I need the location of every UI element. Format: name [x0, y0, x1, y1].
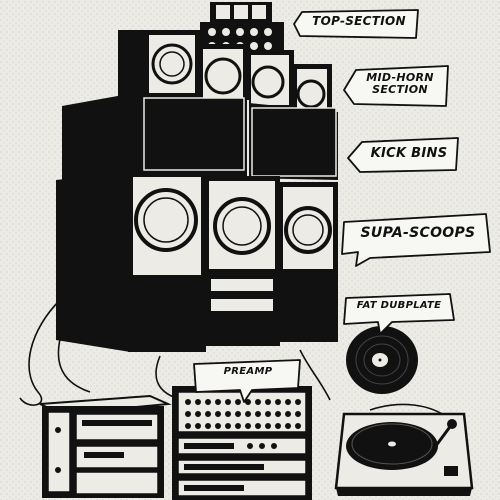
mid-horn-label-line1: MID-HORN: [366, 71, 434, 84]
preamp-rack: [172, 386, 312, 500]
kick-bins-label: KICK BINS: [370, 146, 448, 161]
turntable: [334, 412, 474, 496]
rack-flight-case: [39, 394, 172, 498]
dubplate-vinyl-record: [346, 326, 418, 394]
fat-dubplate-label: FAT DUBPLATE: [356, 300, 442, 311]
mid-horn-label-line2: SECTION: [372, 82, 428, 96]
preamp-label: PREAMP: [223, 366, 273, 377]
top-section-label: TOP-SECTION: [312, 14, 406, 28]
callout-label-shapes: [193, 9, 491, 403]
supa-scoops-speakers: [56, 172, 338, 352]
mid-horn-section-speakers: [118, 30, 332, 114]
supa-scoops-label: SUPA-SCOOPS: [360, 225, 476, 241]
kick-bins-speakers: [62, 92, 338, 180]
mid-horn-section-label: MID-HORN SECTION: [352, 72, 448, 95]
